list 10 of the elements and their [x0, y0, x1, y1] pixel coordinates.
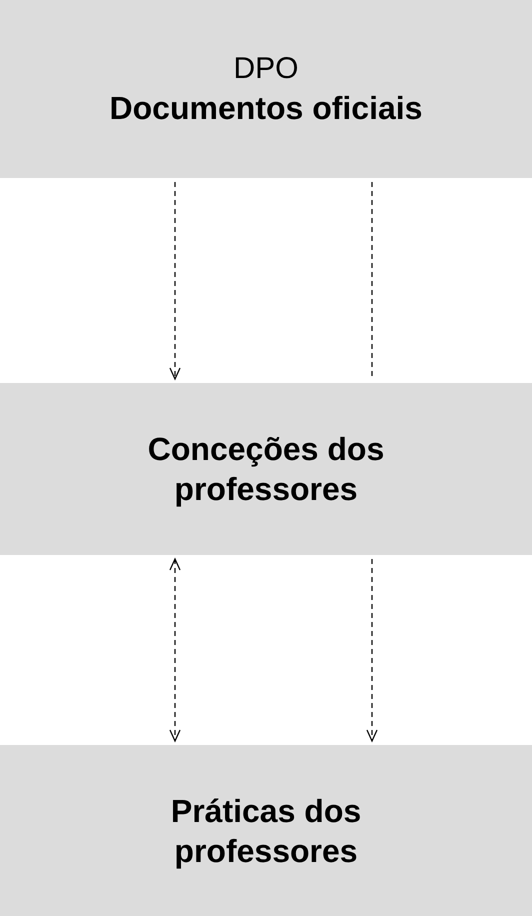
dashed-arrow — [169, 558, 181, 742]
box-label: Documentos oficiais — [110, 88, 422, 128]
box-label: Conceções dos professores — [146, 430, 386, 509]
box-heading: DPO — [233, 51, 298, 88]
box-label: Práticas dos professores — [170, 792, 362, 870]
process-box — [0, 745, 532, 916]
dashed-arrow — [169, 182, 181, 380]
dashed-arrow — [366, 559, 378, 742]
process-box — [0, 0, 532, 178]
process-box — [0, 383, 532, 555]
